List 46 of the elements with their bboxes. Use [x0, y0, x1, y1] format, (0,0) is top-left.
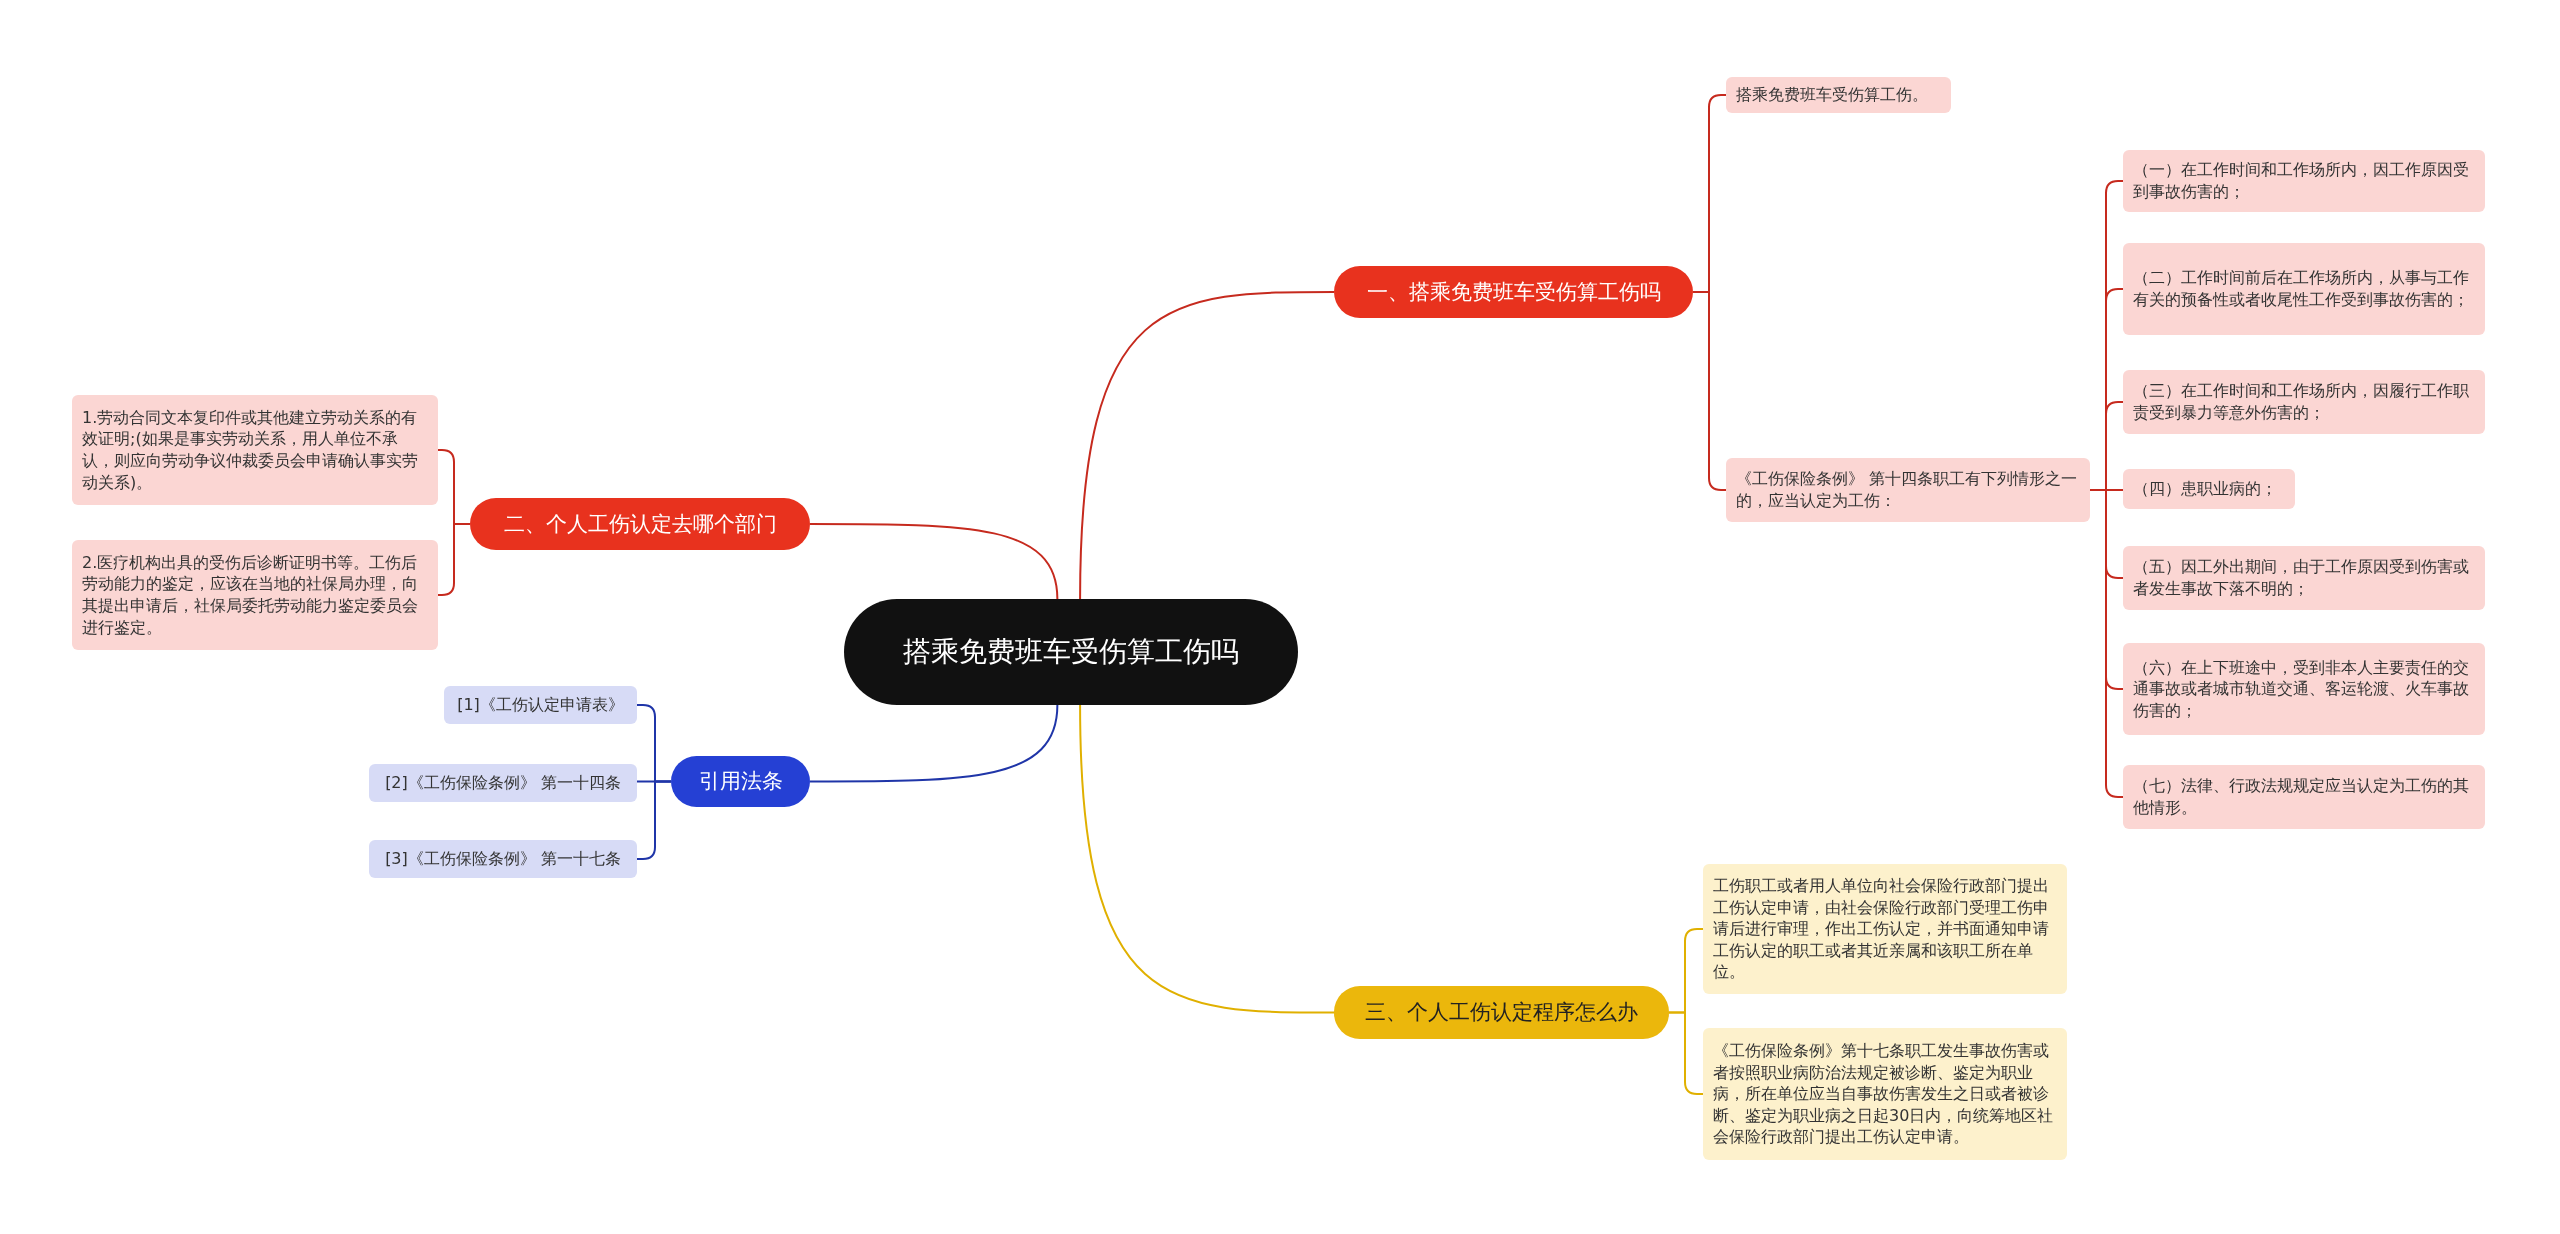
subtopic-box — [2123, 370, 2485, 434]
node-text: 《工伤保险条例》第十七条职工发生事故伤害或者按照职业病防治法规定被诊断、鉴定为职业病，所在单位应当自事故伤害发生之日或者被诊断、鉴定为职业病之日起30日内，向统筹地区社会保险行政部门提出工伤认定申请。 — [1713, 1040, 2055, 1148]
subtopic-box — [2123, 546, 2485, 610]
connector-line — [1079, 704, 1335, 1014]
subtopic-box — [2123, 150, 2485, 212]
node-text: [2]《工伤保险条例》 第一十四条 — [385, 772, 621, 794]
node-text: （六）在上下班途中，受到非本人主要责任的交通事故或者城市轨道交通、客运轮渡、火车事故伤害的； — [2133, 656, 2470, 722]
branch-topic — [1334, 266, 1693, 318]
connector-line — [2089, 489, 2124, 798]
node-text: 三、个人工伤认定程序怎么办 — [1365, 999, 1638, 1027]
node-text: [3]《工伤保险条例》 第一十七条 — [385, 848, 621, 870]
node-text: [1]《工伤认定申请表》 — [457, 694, 624, 716]
connector-line — [809, 704, 1059, 783]
subtopic-box — [1703, 1028, 2067, 1160]
reference-box — [369, 840, 637, 878]
node-text: （一）在工作时间和工作场所内，因工作原因受到事故伤害的； — [2133, 159, 2470, 203]
node-text: 引用法条 — [698, 768, 783, 796]
subtopic-box — [72, 540, 438, 650]
node-text: 工伤职工或者用人单位向社会保险行政部门提出工伤认定申请，由社会保险行政部门受理工伤申请后进行审理，作出工伤认定，并书面通知申请工伤认定的职工或者其近亲属和该职工所在单位。 — [1713, 875, 2050, 983]
node-text: （三）在工作时间和工作场所内，因履行工作职责受到暴力等意外伤害的； — [2133, 380, 2470, 424]
node-text: 2.医疗机构出具的受伤后诊断证明书等。工伤后劳动能力的鉴定，应该在当地的社保局办理，向其提出申请后，社保局委托劳动能力鉴定委员会进行鉴定。 — [82, 551, 419, 639]
node-text: （七）法律、行政法规规定应当认定为工伤的其他情形。 — [2133, 775, 2470, 819]
node-text: 1.劳动合同文本复印件或其他建立劳动关系的有效证明;(如果是事实劳动关系，用人单位不承认，则应向劳动争议仲裁委员会申请确认事实劳动关系)。 — [82, 406, 419, 494]
node-text: （五）因工外出期间，由于工作原因受到伤害或者发生事故下落不明的； — [2133, 556, 2470, 600]
node-text: 一、搭乘免费班车受伤算工伤吗 — [1366, 278, 1661, 306]
node-text: 搭乘免费班车受伤算工伤。 — [1736, 84, 1928, 106]
node-text: （四）患职业病的； — [2133, 478, 2277, 500]
subtopic-box — [2123, 469, 2295, 509]
node-text: 《工伤保险条例》 第十四条职工有下列情形之一的，应当认定为工伤： — [1736, 468, 2079, 512]
subtopic-box — [2123, 243, 2485, 335]
branch-topic — [1334, 986, 1669, 1039]
branch-topic — [470, 498, 810, 550]
node-text: 二、个人工伤认定去哪个部门 — [503, 510, 777, 538]
subtopic-box — [1726, 77, 1951, 113]
subtopic-box — [1703, 864, 2067, 994]
connector-line — [1079, 291, 1335, 600]
subtopic-box — [72, 395, 438, 505]
subtopic-box — [2123, 765, 2485, 829]
node-text: 搭乘免费班车受伤算工伤吗 — [903, 634, 1239, 671]
subtopic-box — [2123, 643, 2485, 735]
reference-box — [444, 686, 637, 724]
connector-line — [809, 523, 1059, 600]
node-text: （二）工作时间前后在工作场所内，从事与工作有关的预备性或者收尾性工作受到事故伤害的； — [2133, 267, 2470, 311]
reference-box — [369, 764, 637, 802]
branch-topic — [671, 756, 810, 807]
subtopic-box — [1726, 458, 2090, 522]
